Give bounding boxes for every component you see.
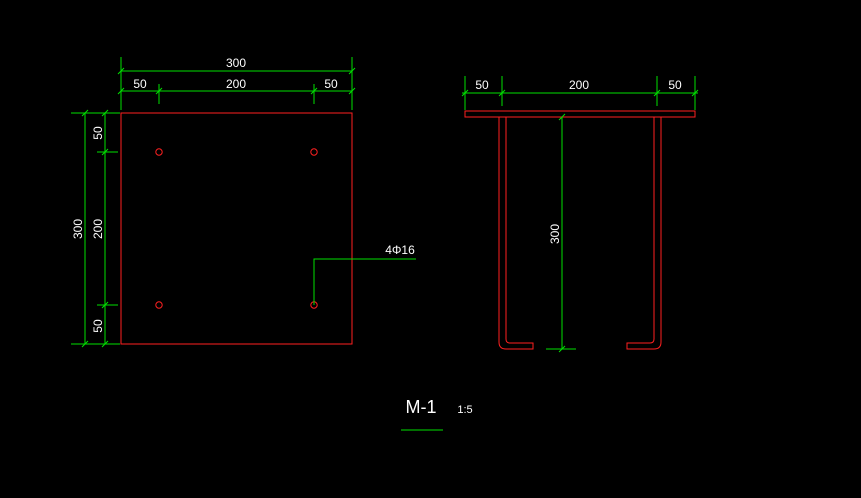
section-dim-right-edge: 50 [668, 78, 682, 92]
plate-outline [120, 112, 353, 345]
plan-dim-top-edge: 50 [91, 126, 105, 140]
section-dim-height: 300 [548, 224, 562, 244]
anchor-hole-bottom-left [155, 301, 163, 309]
section-view: 50 200 50 300 [461, 76, 699, 353]
plan-dim-middle: 200 [226, 77, 246, 91]
plan-dim-vertical-middle: 200 [91, 219, 105, 239]
plan-dim-overall-width: 300 [226, 56, 246, 70]
section-plate [464, 110, 696, 118]
section-anchor-bar-right [626, 117, 662, 350]
section-anchor-bar-left [498, 117, 534, 350]
plan-dim-overall-height: 300 [71, 219, 85, 239]
title-block: M-1 1:5 [401, 397, 473, 431]
plan-view: 300 50 200 50 300 50 200 50 4Φ16 [71, 56, 416, 348]
section-dim-left-edge: 50 [475, 78, 489, 92]
rebar-callout-label: 4Φ16 [385, 243, 415, 257]
rebar-leader-line [313, 258, 416, 305]
section-height-dimension [546, 113, 576, 353]
plan-left-dimensions [71, 109, 120, 348]
plan-dim-left-edge: 50 [133, 77, 147, 91]
drawing-title: M-1 [406, 397, 437, 417]
drawing-scale: 1:5 [457, 404, 472, 416]
section-dim-middle: 200 [569, 78, 589, 92]
anchor-hole-top-right [310, 148, 318, 156]
section-top-dimensions [461, 76, 699, 110]
plan-dim-bottom-edge: 50 [91, 319, 105, 333]
plan-dim-right-edge: 50 [324, 77, 338, 91]
plan-top-dimensions [117, 57, 356, 110]
anchor-hole-top-left [155, 148, 163, 156]
